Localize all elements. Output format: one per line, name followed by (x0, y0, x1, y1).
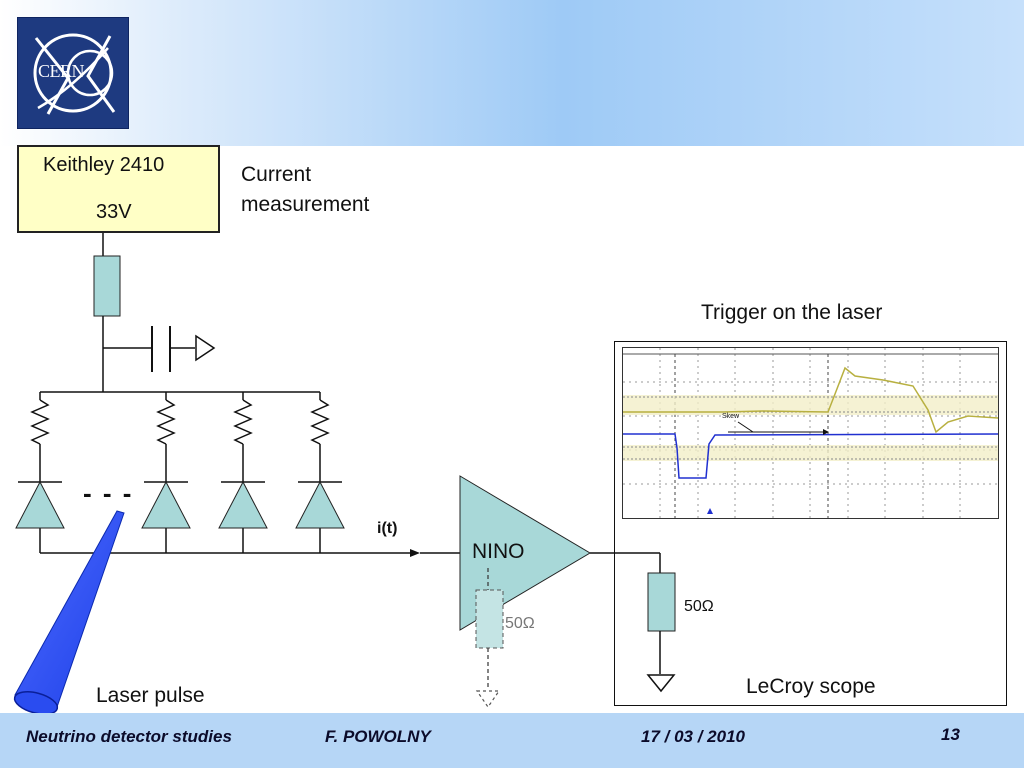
keithley-name: Keithley 2410 (43, 154, 165, 176)
scope-screen: Skew (622, 347, 999, 519)
current-measurement-label-line1: Current (241, 163, 312, 186)
keithley-supply-box (17, 145, 220, 233)
header-banner: CERN (0, 0, 1024, 146)
signal-arrow-icon (410, 549, 420, 557)
branch-4 (298, 392, 342, 553)
diode-3 (218, 480, 268, 529)
footer-bar: Neutrino detector studies F. POWOLNY 17 … (0, 713, 1024, 768)
laser-beam (14, 510, 125, 708)
footer-author: F. POWOLNY (325, 727, 431, 746)
keithley-voltage: 33V (96, 201, 132, 223)
footer-page-number: 13 (941, 725, 960, 744)
nino-label: NINO (472, 540, 525, 563)
diode-1 (15, 480, 65, 529)
branch-3 (221, 392, 265, 553)
branch-2 (144, 392, 188, 553)
scope-label: LeCroy scope (746, 675, 876, 698)
branch-1 (18, 392, 62, 553)
scope-ground-icon (646, 674, 676, 693)
internal-resistor-label: 50Ω (505, 615, 535, 632)
footer-date: 17 / 03 / 2010 (641, 727, 745, 746)
cern-logo: CERN (17, 17, 129, 129)
trace-yellow (623, 366, 999, 434)
laser-source (13, 691, 59, 715)
laser-pulse-label: Laser pulse (96, 684, 205, 707)
scope-resistor-label: 50Ω (684, 598, 714, 615)
ground-icon (195, 334, 216, 362)
bias-resistor (93, 255, 121, 317)
trigger-label: Trigger on the laser (701, 301, 883, 324)
scope-frame (614, 341, 1007, 706)
trace-blue (623, 433, 999, 479)
skew-label: Skew (722, 413, 740, 420)
current-signal-label: i(t) (377, 520, 398, 537)
current-measurement-label-line2: measurement (241, 193, 370, 216)
footer-topic: Neutrino detector studies (26, 727, 232, 746)
diode-4 (295, 480, 345, 529)
scope-resistor (647, 572, 676, 632)
dashed-ground-icon (475, 690, 501, 709)
diode-2 (141, 480, 191, 529)
logo-text: CERN (38, 61, 85, 81)
diode-gap-ellipsis: - - - (83, 478, 134, 508)
internal-resistor (475, 589, 504, 649)
